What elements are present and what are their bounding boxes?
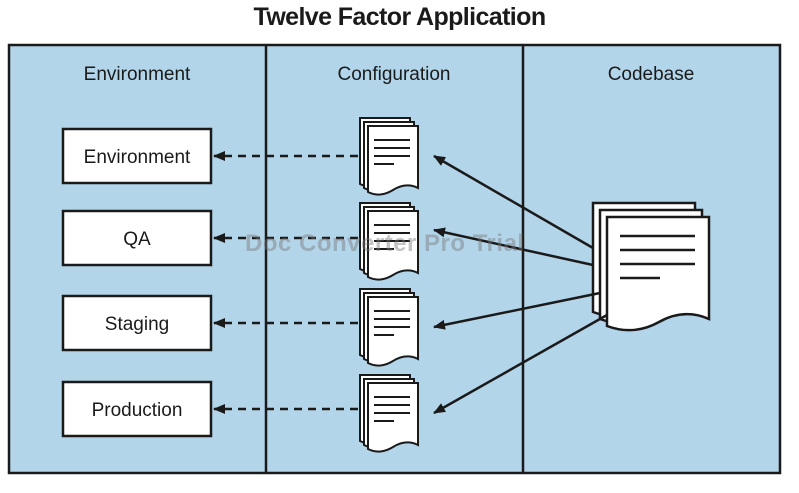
config-document-icon [359, 374, 419, 453]
env-box-production: Production [61, 380, 213, 438]
env-box-staging: Staging [61, 294, 213, 352]
column-label-configuration: Configuration [337, 64, 450, 85]
diagram-title: Twelve Factor Application [253, 3, 547, 31]
env-box-label: Production [92, 400, 183, 421]
env-box-label: Environment [84, 147, 191, 168]
config-document-icon [359, 117, 419, 196]
config-document-icon [359, 288, 419, 367]
solid-arrow [433, 227, 594, 267]
solid-arrow [433, 313, 608, 415]
column-label-environment: Environment [84, 64, 191, 85]
column-label-codebase: Codebase [608, 64, 695, 85]
codebase-document-icon [591, 201, 711, 332]
env-box-label: QA [123, 229, 151, 250]
solid-arrow [433, 291, 601, 330]
watermark-text: Doc Converter Pro Trial [245, 230, 525, 257]
solid-arrow [433, 154, 594, 250]
env-box-qa: QA [61, 209, 213, 267]
env-box-label: Staging [105, 314, 169, 335]
env-box-environment: Environment [61, 127, 213, 185]
